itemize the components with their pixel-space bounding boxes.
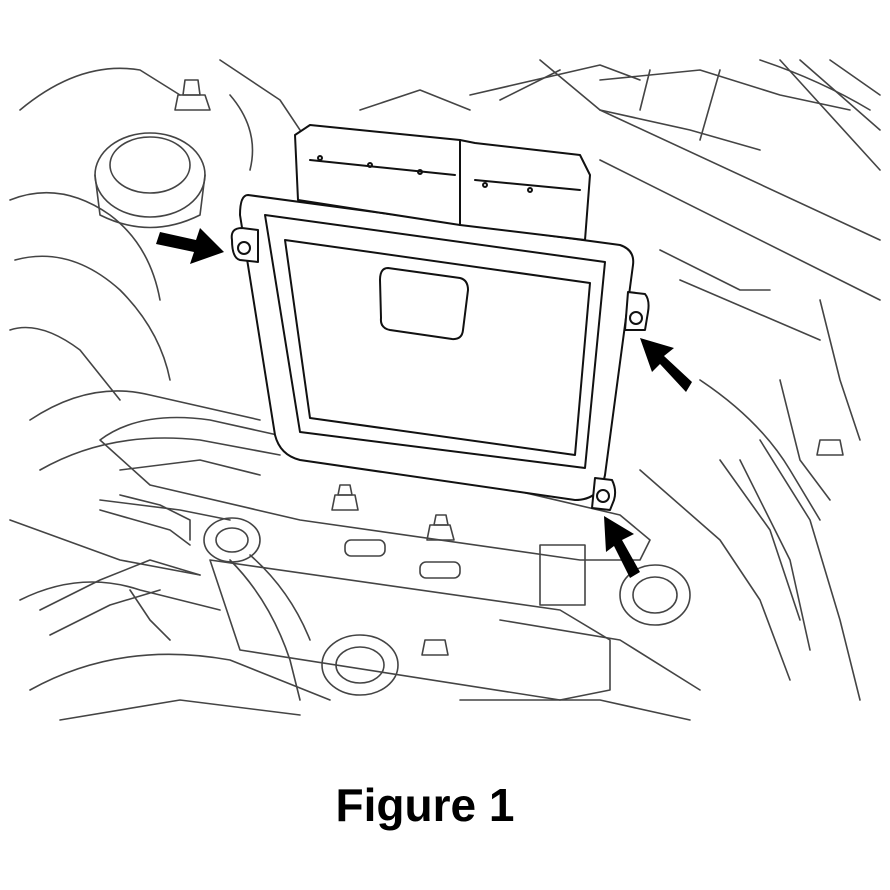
arrow-up-left-icon	[640, 338, 692, 392]
callout-arrow-upper-left	[156, 228, 224, 264]
figure-caption: Figure 1	[335, 779, 515, 831]
callout-arrow-lower-right	[604, 516, 640, 578]
callout-arrow-right	[640, 338, 692, 392]
background-linework	[9, 59, 881, 721]
arrow-right-down-icon	[156, 228, 224, 264]
engine-bay-illustration	[9, 59, 881, 721]
arrow-up-left-icon	[604, 516, 640, 578]
engine-control-module-icon	[230, 124, 650, 511]
